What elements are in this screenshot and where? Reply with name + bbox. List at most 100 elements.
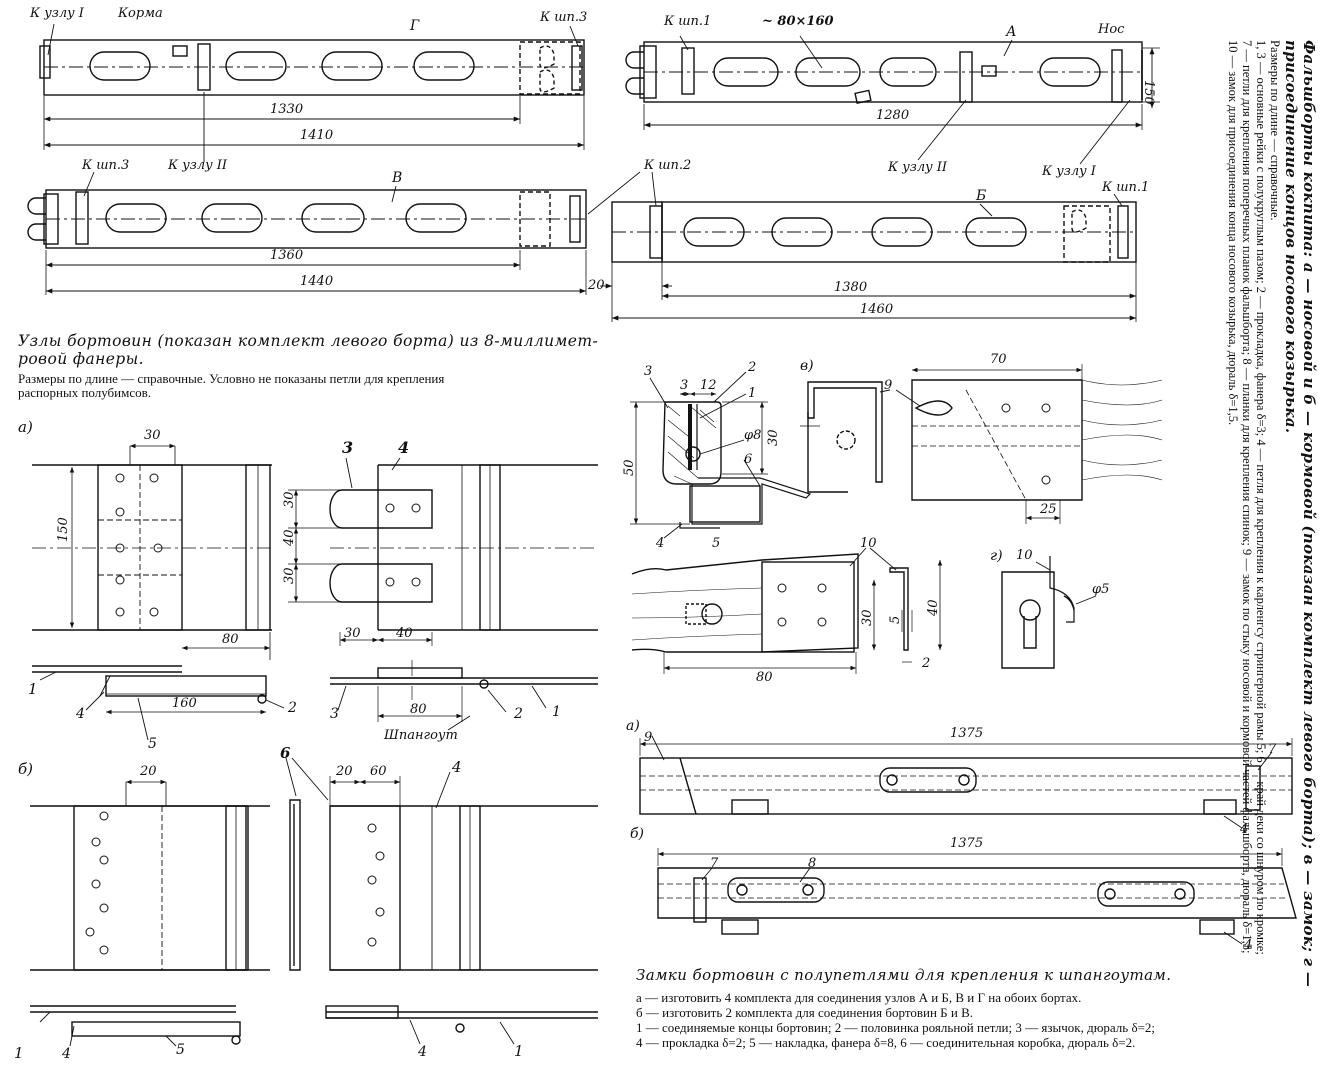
label-a: А <box>1006 24 1017 40</box>
dim-1410: 1410 <box>300 128 334 143</box>
zamki-note-b: б — изготовить 2 комплекта для соединени… <box>636 1005 974 1020</box>
label-z-n7b: 7 <box>710 856 719 871</box>
bolt-holes <box>85 403 1051 955</box>
dim-d-2: 2 <box>922 656 931 671</box>
label-d-n10: 10 <box>860 536 877 551</box>
dim-d-40: 40 <box>926 599 941 616</box>
dim-b-20: 20 <box>140 764 157 779</box>
dim-a-40: 40 <box>282 529 297 546</box>
label-a-n5: 5 <box>148 736 157 752</box>
panel-a <box>625 41 1143 104</box>
dim-d-12: 12 <box>700 378 717 393</box>
label-d-n3: 3 <box>644 364 653 379</box>
panel-g <box>39 39 585 96</box>
label-b-n1b: 1 <box>514 1042 524 1060</box>
panel-b <box>611 201 1137 263</box>
uzly-caption-note: Размеры по длине — справочные. Условно н… <box>18 372 444 400</box>
label-phi8: φ8 <box>744 428 762 443</box>
dim-1280: 1280 <box>876 108 910 123</box>
label-b-n4c: 4 <box>418 1044 427 1060</box>
dim-a-150: 150 <box>56 517 71 542</box>
label-d-n4: 4 <box>656 536 665 551</box>
dim-1330: 1330 <box>270 102 304 117</box>
dim-d-50: 50 <box>622 459 637 476</box>
label-g: Г <box>410 18 420 34</box>
label-z-n4b: 4 <box>1244 938 1253 953</box>
label-shpangout: Шпангоут <box>384 728 458 743</box>
dim-150-top: 150 <box>1141 80 1156 105</box>
zamki-b-letter: б) <box>630 826 645 842</box>
label-b-n1: 1 <box>14 1044 24 1062</box>
label-k-uzlu-2-left: К узлу II <box>168 158 228 173</box>
label-d-n5: 5 <box>712 536 721 551</box>
section-b-plan-right <box>289 799 598 971</box>
label-b: Б <box>976 188 987 204</box>
label-b-n6: 6 <box>280 744 291 762</box>
zamki-a-letter: а) <box>626 718 640 734</box>
dim-1380: 1380 <box>834 280 868 295</box>
section-a-plan-left <box>32 464 272 631</box>
zamok-a <box>639 757 1293 815</box>
dim-1375-b: 1375 <box>950 836 984 851</box>
label-g-letter: г) <box>990 548 1003 564</box>
label-phi5: φ5 <box>1092 582 1110 597</box>
label-k-shp3-mid: К шп.3 <box>82 158 130 173</box>
label-z-n9: 9 <box>644 730 653 745</box>
detail-g-clip <box>1001 556 1075 669</box>
vertical-caption-line4: 10 — замок для присоединения конца носов… <box>1226 40 1240 426</box>
vertical-caption-line3: 7 — петли для крепления поперечных плано… <box>1240 40 1254 954</box>
label-d-n1: 1 <box>748 386 757 401</box>
label-a-n2b: 2 <box>514 706 523 722</box>
detail-10-plank <box>631 553 909 653</box>
label-z-n7a: 7 <box>1268 742 1277 757</box>
dim-a-80: 80 <box>222 632 239 647</box>
uzly-note-line1: Размеры по длине — справочные. Условно н… <box>18 371 445 386</box>
label-k-shp1-mid: К шп.1 <box>1102 180 1150 195</box>
uzly-note-line2: распорных полубимсов. <box>18 385 151 400</box>
label-k-shp2: К шп.2 <box>644 158 692 173</box>
label-b-n5: 5 <box>176 1042 185 1058</box>
dim-1460: 1460 <box>860 302 894 317</box>
dim-a-30-top: 30 <box>144 428 161 443</box>
label-d-n6: 6 <box>744 452 753 467</box>
label-korma: Корма <box>118 6 163 21</box>
label-k-uzlu-1-left: К узлу I <box>30 6 84 21</box>
section-b-plan-left <box>30 805 270 971</box>
dim-d-70: 70 <box>990 352 1007 367</box>
label-a-n1b: 1 <box>552 704 561 720</box>
dim-1375-a: 1375 <box>950 726 984 741</box>
dim-1360: 1360 <box>270 248 304 263</box>
label-z-n4a: 4 <box>1240 822 1249 837</box>
label-size-80x160: ~ 80×160 <box>762 14 834 29</box>
label-z-n8: 8 <box>808 856 817 871</box>
dim-b-20b: 20 <box>336 764 353 779</box>
label-a-n3b: 3 <box>330 706 339 722</box>
panel-v <box>27 189 587 249</box>
zamok-b <box>657 867 1297 935</box>
uzly-title-line2: ровой фанеры. <box>18 350 144 368</box>
dim-a-80-bot: 80 <box>410 702 427 717</box>
zamki-note-parts-1: 1 — соединяемые концы бортовин; 2 — поло… <box>636 1020 1156 1035</box>
section-a-letter: а) <box>18 418 33 436</box>
dim-a-40-bot: 40 <box>396 626 413 641</box>
dim-d-80: 80 <box>756 670 773 685</box>
label-a-n1: 1 <box>28 680 38 698</box>
label-a-n2: 2 <box>288 700 297 716</box>
zamki-note-parts-2: 4 — прокладка δ=2; 5 — накладка, фанера … <box>636 1035 1136 1050</box>
label-k-shp3-top: К шп.3 <box>540 10 588 25</box>
label-d-n2: 2 <box>748 360 757 375</box>
dim-a-30-bot: 30 <box>344 626 361 641</box>
label-a-n3: 3 <box>342 438 354 457</box>
dim-a-30a: 30 <box>282 491 297 508</box>
dim-20: 20 <box>588 278 605 293</box>
label-a-n4: 4 <box>76 706 85 722</box>
dim-1440: 1440 <box>300 274 334 289</box>
detail-cross-section <box>662 401 812 529</box>
vertical-caption-line1: Размеры по длине — справочные. <box>1268 40 1282 221</box>
dim-a-160: 160 <box>172 696 197 711</box>
detail-v-lock <box>800 379 1163 501</box>
label-d-n10b: 10 <box>1016 548 1033 563</box>
dim-d-5: 5 <box>888 615 903 624</box>
label-v-letter: в) <box>800 358 814 374</box>
